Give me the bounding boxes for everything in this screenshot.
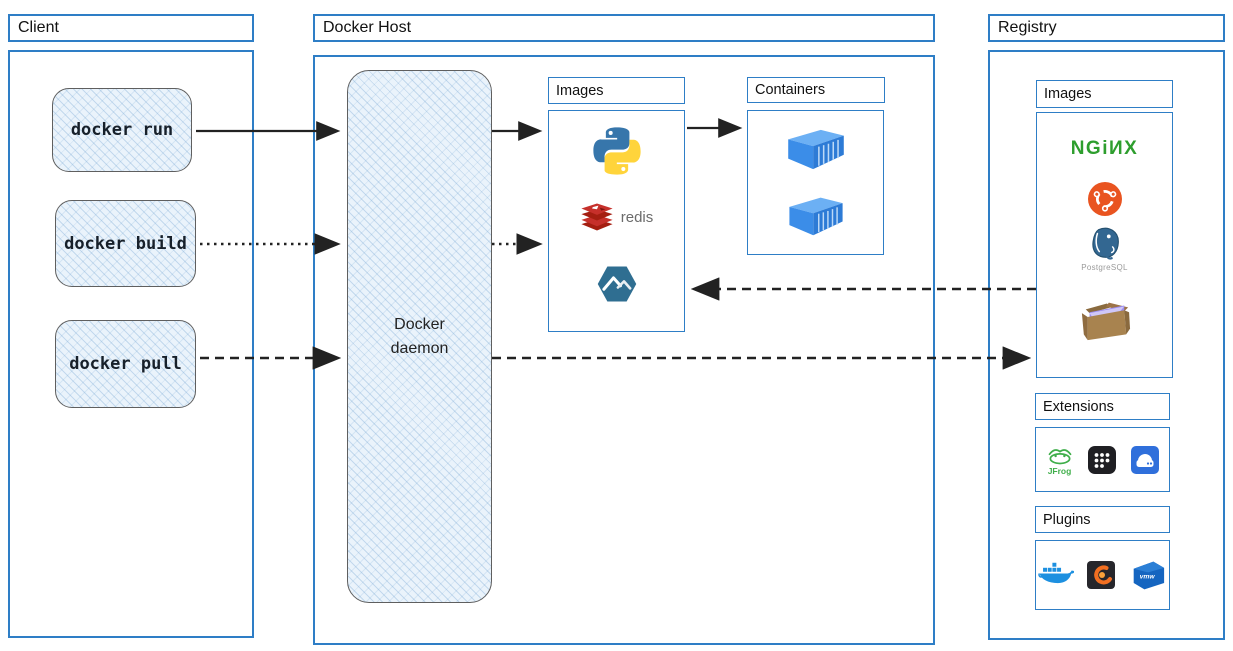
ubuntu-icon: [1087, 182, 1122, 216]
plugins-title-label: Plugins: [1043, 511, 1091, 528]
postgresql-label: PostgreSQL: [1081, 263, 1128, 272]
redis-icon: [581, 203, 613, 231]
docker-whale-icon: [1037, 562, 1074, 584]
grafana-icon: [1086, 561, 1115, 589]
registry-images-title-label: Images: [1044, 86, 1092, 102]
registry-panel-title: Registry: [988, 14, 1225, 42]
docker-run-label: docker run: [70, 120, 174, 140]
docker-daemon-box: Docker daemon: [347, 70, 492, 603]
alpine-image-item: [548, 262, 685, 306]
plugins-title: Plugins: [1035, 506, 1170, 533]
vmware-icon: vmw: [1133, 561, 1164, 590]
client-title-label: Client: [18, 19, 59, 36]
containers-title-label: Containers: [755, 82, 826, 98]
docker-host-title-label: Docker Host: [323, 19, 412, 36]
vmware-label: vmw: [1139, 574, 1155, 581]
jfrog-label: JFrog: [1047, 465, 1072, 476]
extensions-icons-row: JFrog: [1035, 434, 1170, 486]
nginx-image-item: NGiИX: [1036, 136, 1173, 162]
container-item: [747, 124, 884, 174]
docker-build-label: docker build: [64, 233, 187, 254]
host-images-title: Images: [548, 77, 685, 104]
redis-label: redis: [620, 208, 654, 226]
app-grid-icon: [1087, 446, 1116, 474]
extensions-title: Extensions: [1035, 393, 1170, 420]
python-icon: [592, 127, 641, 175]
container-item: [747, 191, 884, 241]
package-image-item: [1036, 290, 1173, 346]
client-panel-title: Client: [8, 14, 254, 42]
storage-app-icon: [1130, 446, 1159, 474]
docker-daemon-label: Docker daemon: [390, 316, 449, 357]
registry-title-label: Registry: [998, 19, 1057, 36]
docker-host-panel-title: Docker Host: [313, 14, 935, 42]
docker-pull-label: docker pull: [69, 354, 182, 374]
docker-build-box: docker build: [55, 200, 196, 287]
postgresql-image-item: PostgreSQL: [1036, 226, 1173, 272]
jfrog-icon: [1048, 448, 1071, 465]
host-images-title-label: Images: [556, 82, 604, 99]
containers-title: Containers: [747, 77, 885, 103]
alpine-icon: [597, 266, 636, 302]
plugins-icons-row: vmw: [1035, 548, 1170, 602]
redis-image-item: redis: [548, 196, 685, 238]
postgresql-icon: [1091, 227, 1119, 260]
extensions-title-label: Extensions: [1043, 398, 1114, 415]
ubuntu-image-item: [1036, 180, 1173, 218]
jfrog-item: JFrog: [1046, 445, 1074, 476]
container-icon: [788, 197, 843, 236]
container-icon: [787, 129, 844, 170]
docker-pull-box: docker pull: [55, 320, 196, 408]
nginx-logo: NGiИX: [1070, 138, 1139, 159]
python-image-item: [548, 122, 685, 180]
registry-images-title: Images: [1036, 80, 1173, 108]
docker-run-box: docker run: [52, 88, 192, 172]
package-icon: [1081, 302, 1130, 341]
